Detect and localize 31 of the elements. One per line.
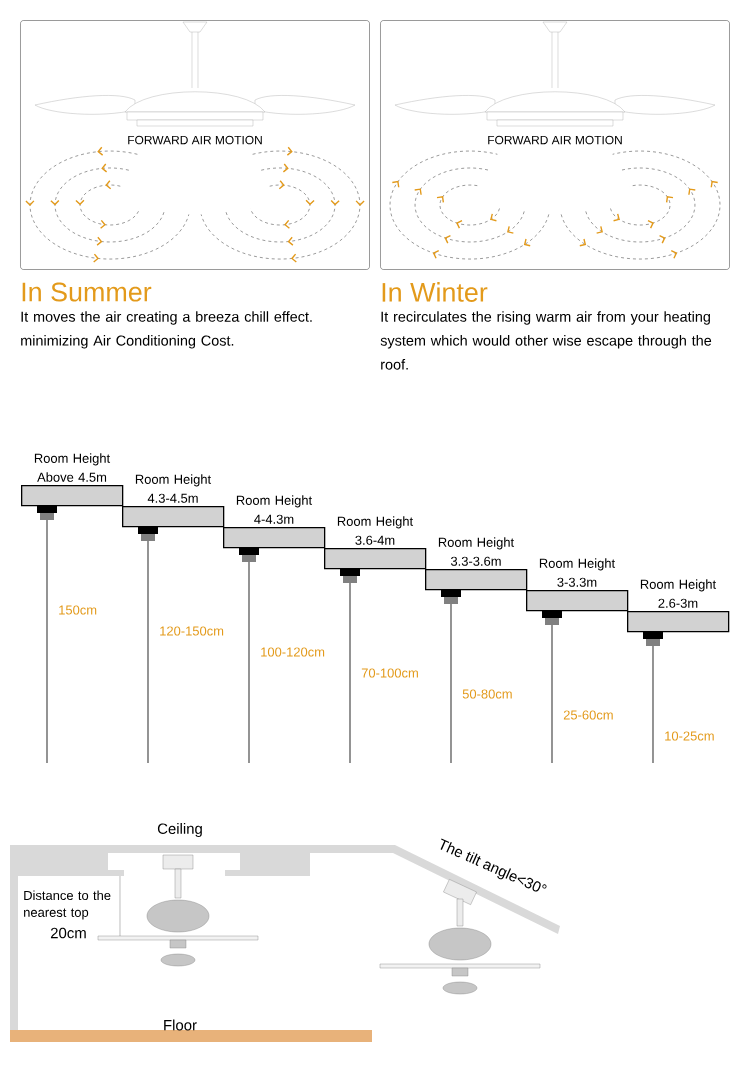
ceiling-step: Room Height 3.6-4m [324, 516, 427, 570]
distance-label: 70-100cm [361, 668, 418, 678]
ceiling-step: Room Height 3.3-3.6m [425, 537, 528, 591]
node-label: Room Height 3.3-3.6m [438, 537, 515, 566]
section-heading: In Winter [382, 282, 488, 302]
node-label: Room Height 4.3-4.5m [135, 474, 212, 503]
ceiling-step: Room Height 4.3-4.5m [122, 474, 225, 528]
node-label: Room Height 3.6-4m [337, 516, 414, 545]
node-label: Room Height Above 4.5m [34, 453, 111, 482]
node-label: Room Height 4-4.3m [236, 495, 313, 524]
ceiling-step: Room Height Above 4.5m [21, 453, 124, 507]
description-text: It moves the air creating a breeza chill effect. minimizing Air Conditioning Cost. [21, 311, 312, 349]
dimension-label: Distance to the nearest top [24, 890, 111, 920]
distance-label: 25-60cm [563, 710, 613, 720]
distance-label: 10-25cm [665, 731, 714, 741]
ceiling-step: Room Height 2.6-3m [627, 579, 730, 633]
section-heading: In Summer [22, 282, 152, 302]
node-label: Room Height 3-3.3m [539, 558, 616, 587]
distance-label: 100-120cm [261, 647, 325, 657]
dimension-label: 20cm [50, 927, 86, 939]
ceiling-step: Room Height 4-4.3m [223, 495, 326, 549]
description-text: It recirculates the rising warm air from your heating system which would other wise escape through the roof. [380, 311, 712, 370]
ceiling-step: Room Height 3-3.3m [526, 558, 629, 612]
room-label: Floor [164, 1019, 197, 1031]
fan-panel: FORWARD AIR MOTION [380, 20, 730, 270]
fan-panel: FORWARD AIR MOTION [20, 20, 370, 270]
distance-label: 150cm [59, 605, 97, 615]
node-label: Room Height 2.6-3m [640, 579, 717, 608]
distance-label: 120-150cm [160, 626, 224, 636]
distance-label: 50-80cm [462, 689, 512, 699]
room-label: Ceiling [157, 823, 202, 837]
